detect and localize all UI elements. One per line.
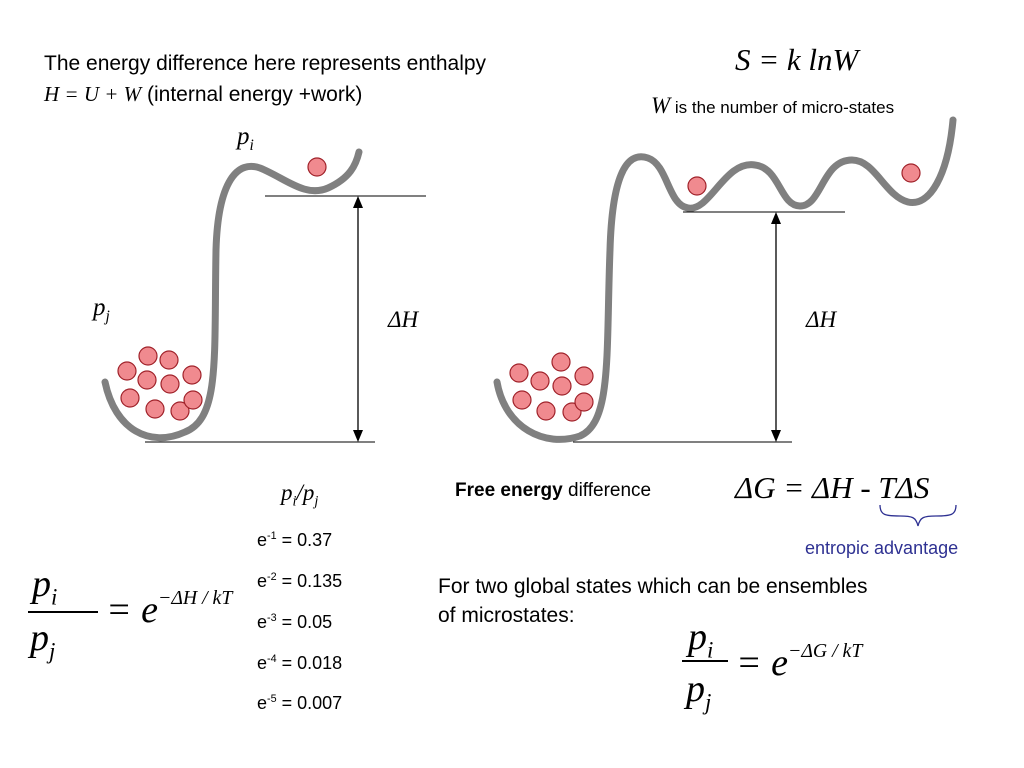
right-ball-group <box>509 163 921 422</box>
ball <box>137 370 157 390</box>
label-pi: pi <box>237 123 254 154</box>
ratio-row: e-3 = 0.05 <box>257 612 333 632</box>
ball <box>551 352 571 372</box>
ratio-heading: pi/pj <box>281 480 319 510</box>
global-states-line2: of microstates: <box>438 604 575 627</box>
ball <box>138 346 158 366</box>
boltzmann-free-energy-equation: pi pj = e−ΔG / kT <box>680 615 890 725</box>
enthalpy-formula: H = U + W <box>44 82 142 106</box>
enthalpy-note: (internal energy +work) <box>141 83 363 106</box>
right-delta-h-label: ΔH <box>806 307 837 332</box>
ball <box>536 401 556 421</box>
ball <box>170 401 190 421</box>
ratio-row: e-2 = 0.135 <box>257 571 343 591</box>
entropic-advantage-label: entropic advantage <box>805 538 959 558</box>
ball <box>182 365 202 385</box>
free-energy-label: Free energy difference <box>455 480 652 501</box>
microstates-description: is the number of micro-states <box>670 98 895 117</box>
ball <box>117 361 137 381</box>
ball <box>183 390 203 410</box>
ratio-row: e-4 = 0.018 <box>257 653 343 673</box>
ball <box>574 392 594 412</box>
left-energy-curve <box>101 148 363 442</box>
enthalpy-heading: The energy difference here represents en… <box>44 52 487 75</box>
left-delta-h-label: ΔH <box>388 307 419 332</box>
boltzmann-enthalpy-equation: pi pj = e−ΔH / kT <box>28 563 233 664</box>
left-ball-group <box>117 157 327 421</box>
ball <box>160 374 180 394</box>
ball <box>120 388 140 408</box>
microstates-note: W is the number of micro-states <box>651 93 894 119</box>
ball <box>145 399 165 419</box>
ball <box>687 176 707 196</box>
global-states-line1: For two global states which can be ensem… <box>438 575 868 598</box>
ball <box>552 376 572 396</box>
right-delta-h-arrow <box>771 212 781 442</box>
right-energy-curve <box>493 116 957 443</box>
entropy-brace <box>879 504 957 527</box>
enthalpy-formula-line: H = U + W (internal energy +work) <box>44 82 362 107</box>
ball <box>512 390 532 410</box>
microstates-symbol: W <box>651 93 671 118</box>
ratio-row: e-5 = 0.007 <box>257 693 343 713</box>
label-pj: pj <box>93 294 110 325</box>
left-delta-h-arrow <box>353 196 363 442</box>
ball <box>530 371 550 391</box>
ball <box>307 157 327 177</box>
ratio-row: e-1 = 0.37 <box>257 530 333 550</box>
ball <box>574 366 594 386</box>
entropy-formula: S = k lnW <box>735 42 859 77</box>
ball <box>159 350 179 370</box>
free-energy-formula: ΔG = ΔH - TΔS <box>735 470 930 505</box>
ball <box>901 163 921 183</box>
ball <box>509 363 529 383</box>
